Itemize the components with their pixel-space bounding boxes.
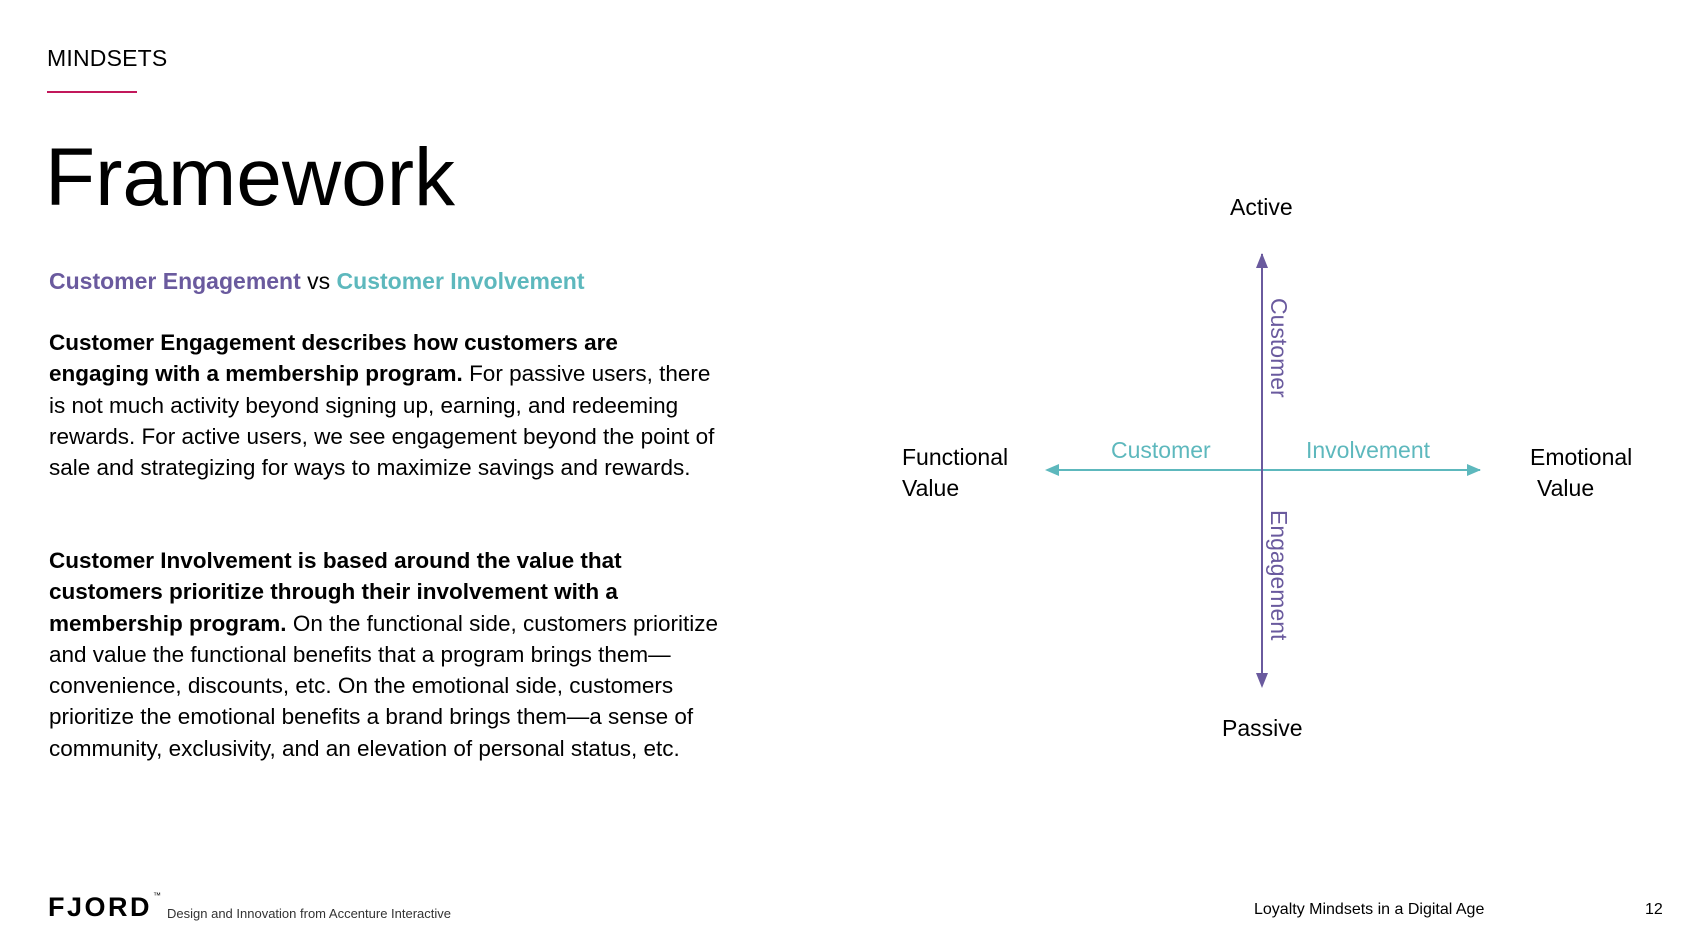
fjord-logo-wordmark: FJORD — [48, 892, 153, 922]
vertical-axis-word-bottom: Engagement — [1266, 510, 1292, 641]
horizontal-axis-word-left: Customer — [1111, 437, 1211, 463]
involvement-paragraph-lead: Customer Involvement is based around the… — [49, 548, 622, 636]
axis-right-label-line1: Emotional — [1530, 444, 1633, 470]
engagement-paragraph-body: For passive users, there is not much act… — [49, 361, 715, 481]
engagement-paragraph-lead: Customer Engagement describes how custom… — [49, 330, 618, 387]
axis-top-label: Active — [1230, 194, 1293, 220]
involvement-paragraph-body: On the functional side, customers priori… — [49, 610, 719, 761]
arrow-up-icon — [1256, 253, 1268, 268]
axis-left-label: Functional Value — [902, 442, 1008, 504]
horizontal-axis-word-right: Involvement — [1306, 437, 1431, 463]
involvement-paragraph: Customer Involvement is based around the… — [49, 545, 719, 764]
axis-right-label-line2: Value — [1537, 475, 1595, 501]
trademark-symbol: ™ — [153, 891, 162, 900]
subtitle-vs: vs — [300, 268, 337, 294]
framework-diagram: Active Passive Functional Value Emotiona… — [880, 180, 1640, 760]
arrow-left-icon — [1045, 464, 1059, 476]
arrow-right-icon — [1467, 464, 1481, 476]
axis-left-label-line2: Value — [902, 475, 960, 501]
axis-right-label: Emotional Value — [1530, 442, 1632, 504]
section-label: MINDSETS — [47, 45, 168, 71]
framework-subtitle: Customer Engagement vs Customer Involvem… — [49, 266, 585, 296]
page-number: 12 — [1645, 901, 1663, 918]
section-divider — [47, 91, 137, 93]
arrow-down-icon — [1256, 673, 1268, 688]
deck-title: Loyalty Mindsets in a Digital Age — [1254, 901, 1485, 918]
axis-bottom-label: Passive — [1222, 715, 1303, 741]
axis-left-label-line1: Functional — [902, 444, 1009, 470]
subtitle-involvement: Customer Involvement — [336, 268, 585, 294]
engagement-paragraph: Customer Engagement describes how custom… — [49, 327, 719, 483]
subtitle-engagement: Customer Engagement — [49, 268, 301, 294]
vertical-axis-word-top: Customer — [1266, 298, 1292, 398]
logo-tagline: Design and Innovation from Accenture Int… — [167, 906, 452, 921]
axes-graphic — [1045, 253, 1481, 688]
page-title: Framework — [45, 132, 456, 223]
